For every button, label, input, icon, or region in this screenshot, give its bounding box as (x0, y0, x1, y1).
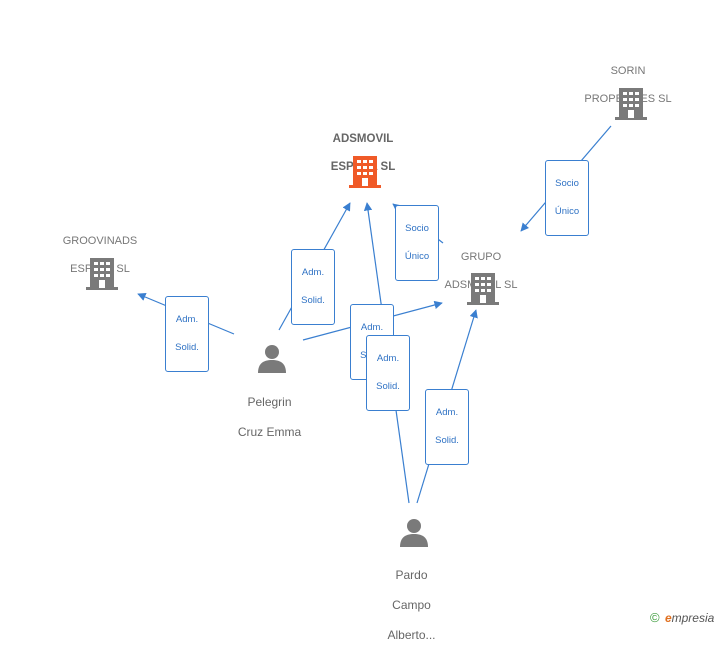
person-icon[interactable] (257, 343, 287, 373)
building-icon[interactable] (615, 86, 647, 120)
edge-label-pelegrin-groovinads: Adm. Solid. (165, 296, 209, 372)
empresia-logo: © empresia (650, 610, 715, 625)
person-icon[interactable] (399, 517, 429, 547)
copyright-icon: © (650, 610, 660, 625)
edge-label-pelegrin-adsmovil: Adm. Solid. (291, 249, 335, 325)
person-label-pelegrin[interactable]: Pelegrin Cruz Emma (237, 395, 302, 439)
building-icon[interactable] (349, 154, 381, 188)
edge-label-pardo-adsmovil: Adm. Solid. (366, 335, 410, 411)
person-label-pardo[interactable]: Pardo Campo Alberto... (387, 568, 436, 642)
edge-label-sorin-grupo: Socio Único (545, 160, 589, 236)
edge-label-pardo-grupo: Adm. Solid. (425, 389, 469, 465)
building-icon[interactable] (86, 256, 118, 290)
building-icon[interactable] (467, 271, 499, 305)
edge-label-grupo-adsmovil: Socio Único (395, 205, 439, 281)
